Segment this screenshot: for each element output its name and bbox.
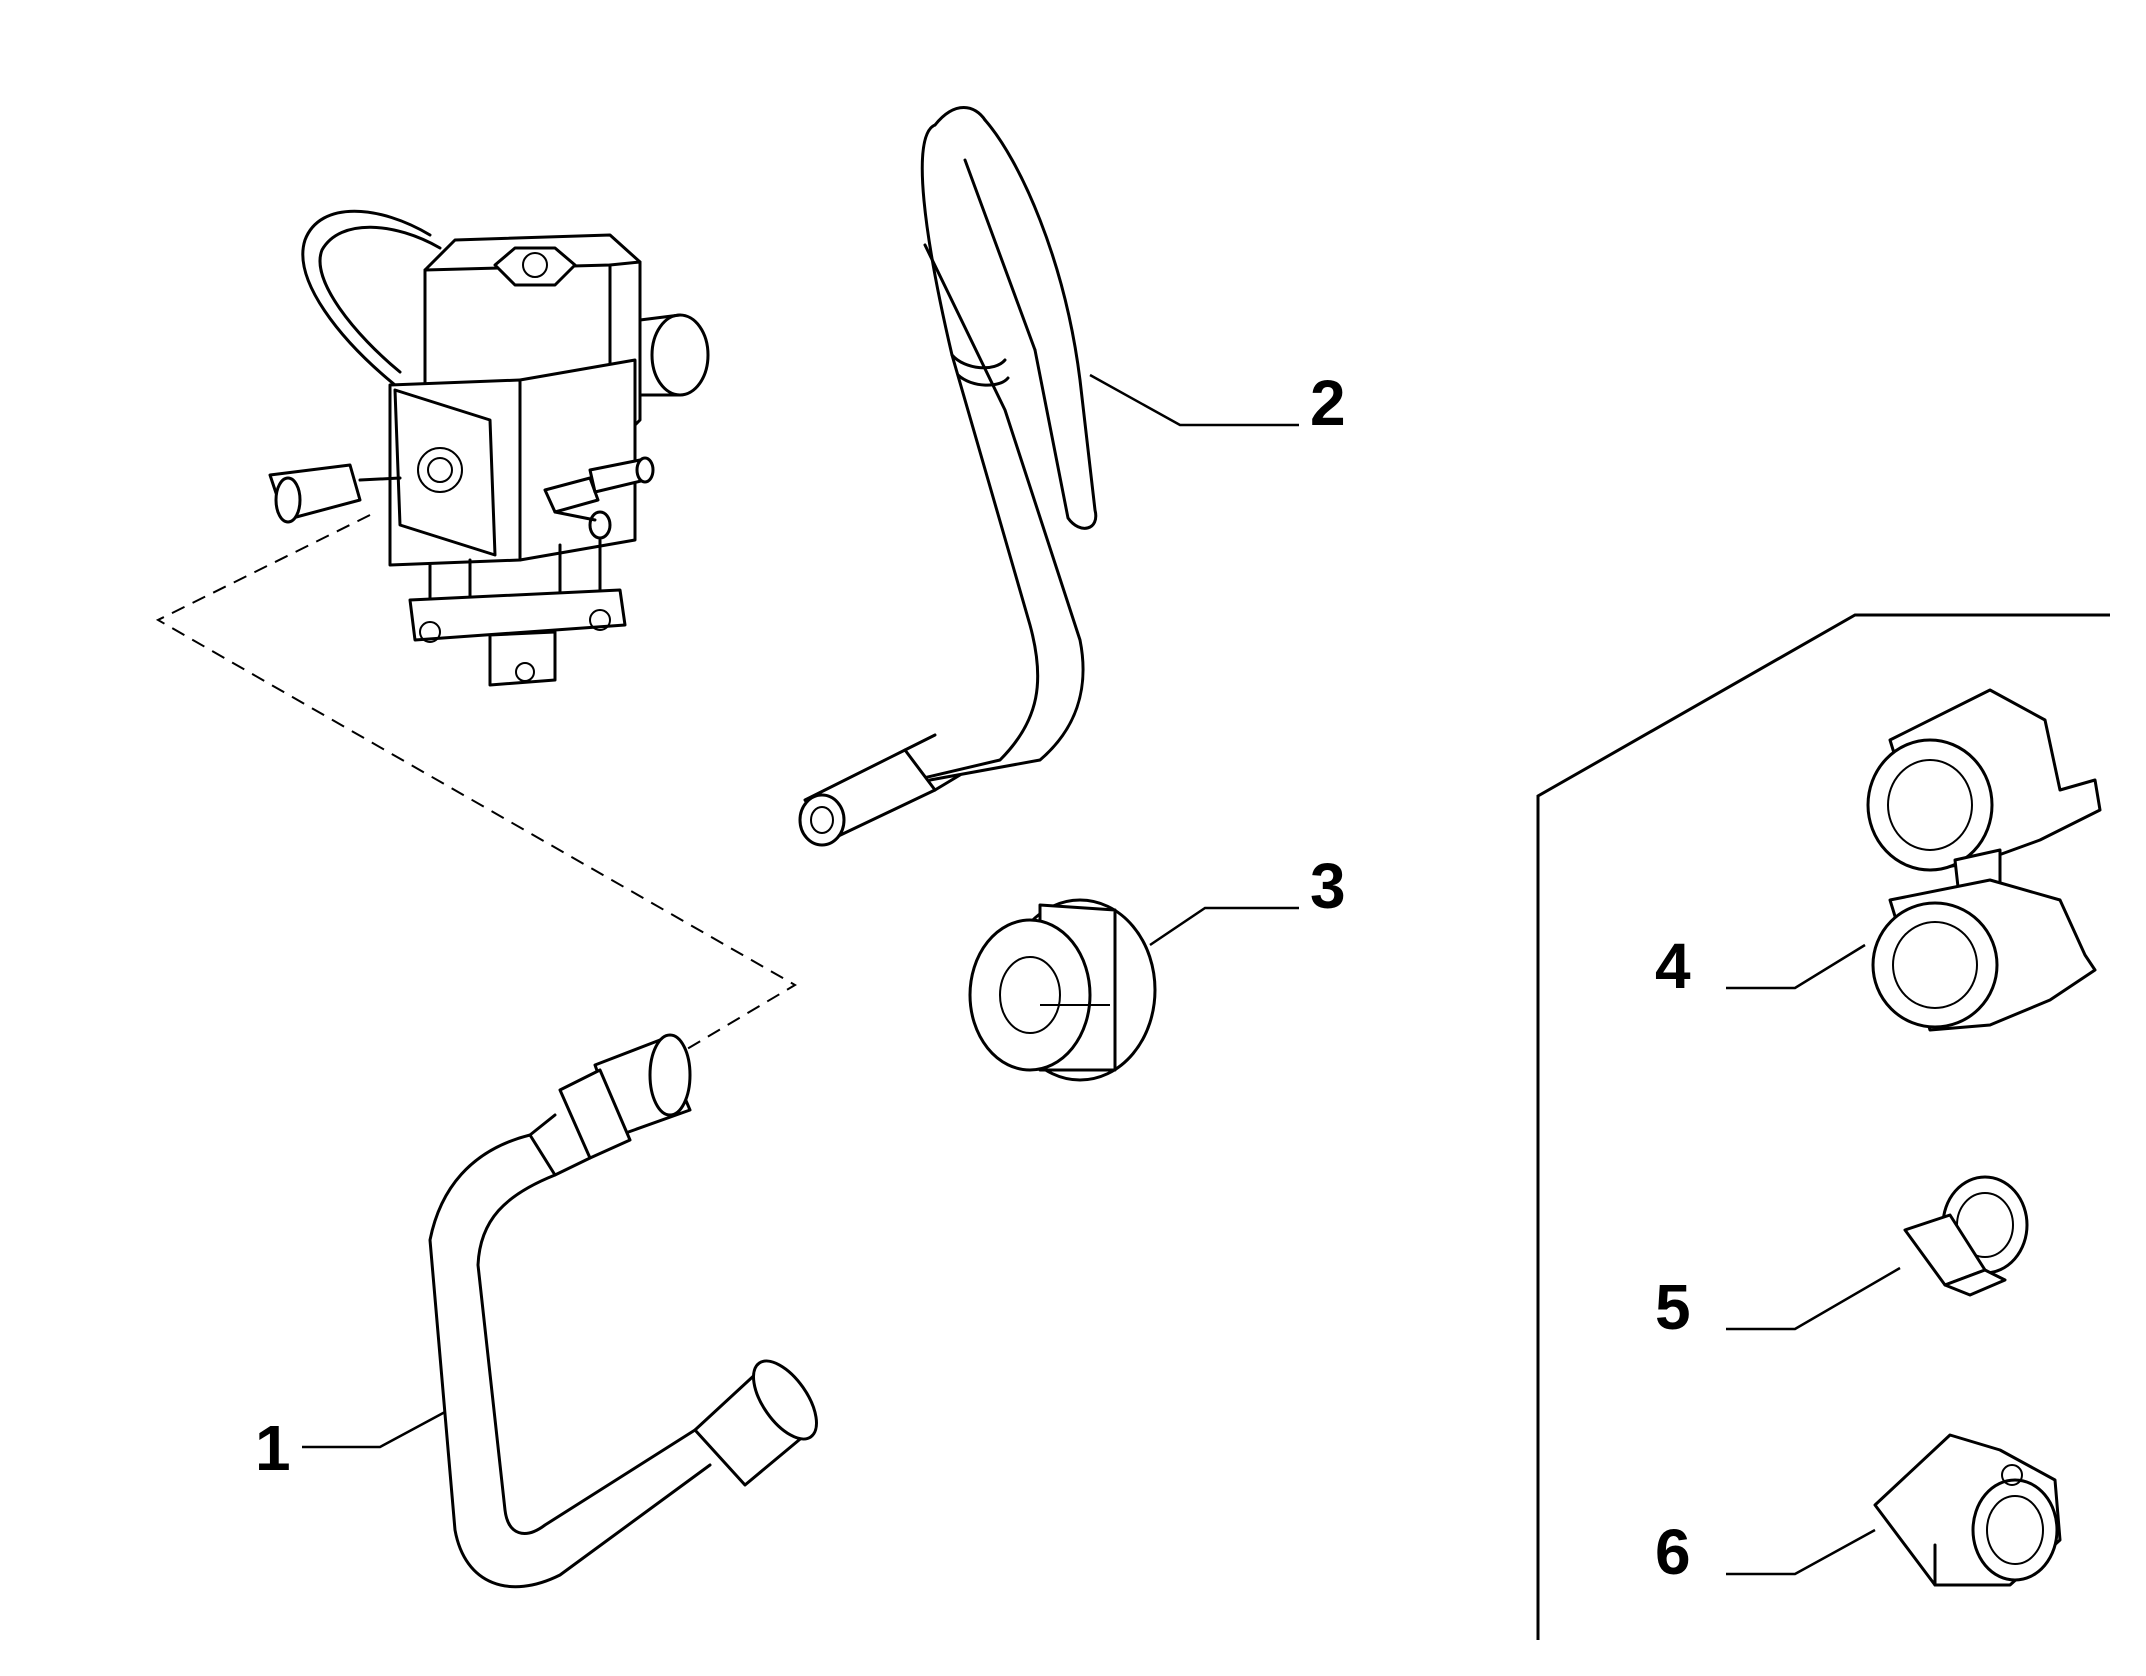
alignment-dashed-line xyxy=(155,514,797,1066)
part-5-clamp xyxy=(1903,1175,2029,1297)
callout-1: 1 xyxy=(255,1412,291,1484)
part-6-clip xyxy=(1873,1433,2062,1587)
leader-4 xyxy=(1726,943,1866,990)
part-1-pipe xyxy=(428,1033,818,1589)
leader-6 xyxy=(1726,1528,1876,1576)
callout-labels: 1 2 3 4 5 6 xyxy=(255,367,1691,1588)
callout-6: 6 xyxy=(1655,1516,1691,1588)
leader-1 xyxy=(302,1410,446,1449)
leader-2 xyxy=(1089,373,1299,427)
part-2-hose xyxy=(798,106,1098,847)
solenoid-valve xyxy=(268,209,710,687)
leader-3 xyxy=(1149,906,1299,947)
kit-bracket xyxy=(1536,613,2110,1640)
callout-2: 2 xyxy=(1310,367,1346,439)
part-4-double-clamp xyxy=(1866,688,2102,1032)
callout-3: 3 xyxy=(1310,850,1346,922)
leader-lines xyxy=(302,373,1901,1576)
leader-5 xyxy=(1726,1266,1901,1331)
callout-5: 5 xyxy=(1655,1271,1691,1343)
callout-4: 4 xyxy=(1655,930,1691,1002)
part-3-grommet xyxy=(968,898,1157,1082)
